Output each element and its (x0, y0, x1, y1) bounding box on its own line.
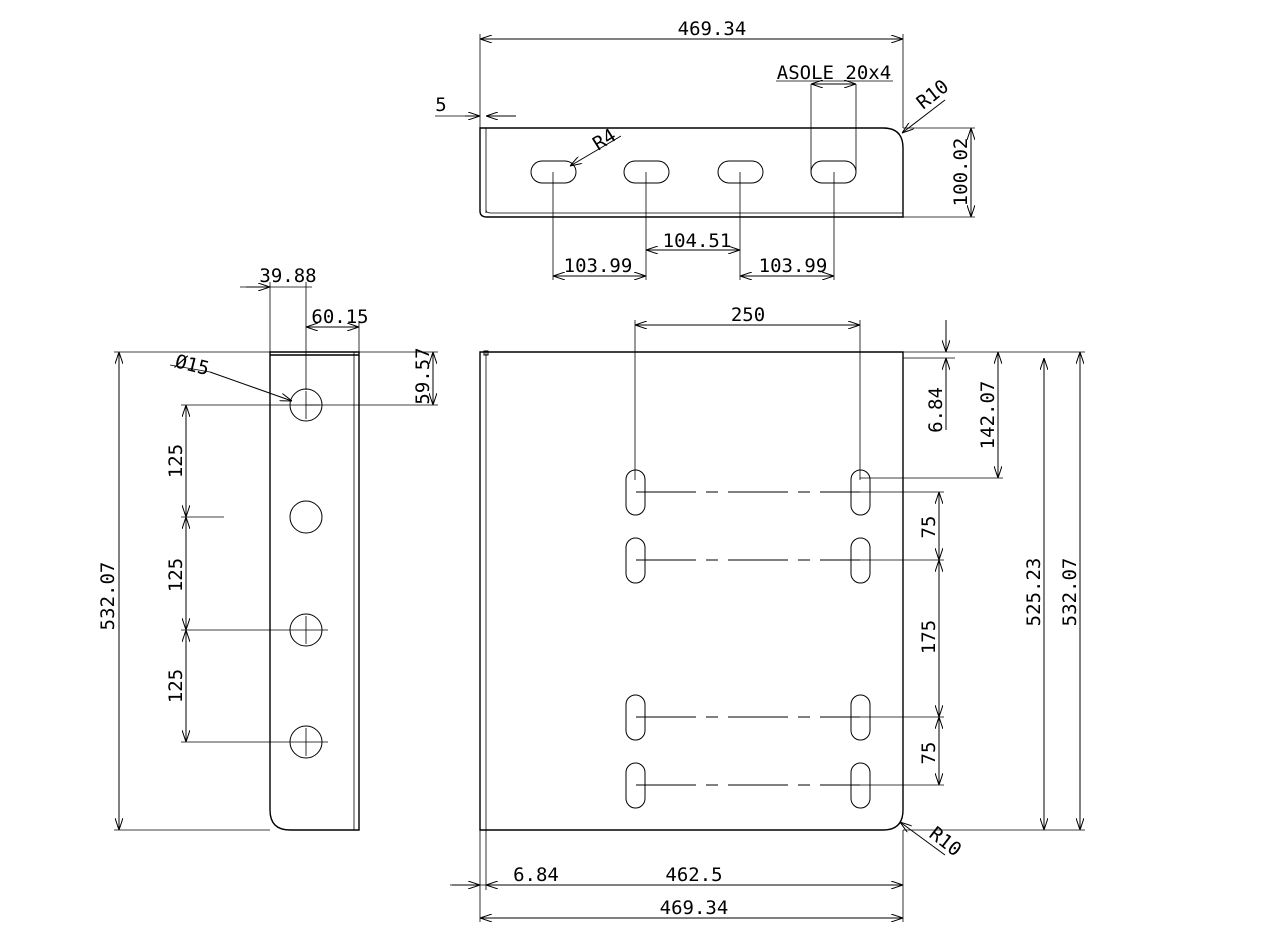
side-view: 39.88 60.15 Ø15 59.57 532.07 125 125 125 (97, 265, 438, 831)
slot-radius-leader (570, 135, 622, 166)
top-thickness-dim: 5 (435, 94, 446, 116)
front-radius-dim: R10 (925, 823, 966, 861)
front-view-outline (479, 351, 904, 831)
front-gap-dim-2: 175 (918, 620, 940, 654)
top-radius-leader (902, 99, 946, 133)
top-slot-3 (717, 160, 764, 184)
front-inner-width-dim: 462.5 (665, 864, 722, 886)
front-gap-dim-1: 75 (918, 516, 940, 539)
front-inner-height-dim: 525.23 (1023, 558, 1045, 627)
front-height-dim: 532.07 (1059, 558, 1081, 627)
slot-radius-dim: R4 (589, 124, 620, 155)
top-pitch-dim-1: 103.99 (564, 255, 633, 277)
top-radius-dim: R10 (913, 75, 954, 113)
side-view-outline (269, 351, 360, 831)
side-width-dim: 60.15 (311, 306, 368, 328)
hole-dia-leader (209, 371, 292, 401)
top-slot-1 (530, 160, 577, 184)
top-view: 469.34 5 ASOLE 20x4 R10 100.02 R4 103.99 (435, 18, 975, 280)
top-pitch-dim-3: 103.99 (759, 255, 828, 277)
hole-dia-dim: Ø15 (173, 351, 212, 381)
side-hole-2 (289, 500, 323, 534)
front-radius-leader (900, 822, 946, 856)
front-slot-spacing-dim: 250 (731, 304, 765, 326)
slot-note: ASOLE 20x4 (777, 62, 891, 84)
front-edge-dim: 6.84 (925, 387, 947, 433)
front-gap-dim-3: 75 (918, 742, 940, 765)
side-hole-offset-dim: 59.57 (412, 347, 434, 404)
top-pitch-dim-2: 104.51 (663, 230, 732, 252)
front-bottom-edge-dim: 6.84 (513, 864, 559, 886)
top-slot-4 (810, 160, 857, 184)
front-first-slot-dim: 142.07 (977, 381, 999, 450)
side-height-dim: 532.07 (97, 562, 119, 631)
front-width-dim: 469.34 (660, 897, 729, 919)
side-pitch-dim-3: 125 (165, 669, 187, 703)
front-view: 250 6.84 142.07 75 175 75 525.23 532.07 … (450, 304, 1085, 922)
side-offset-dim: 39.88 (259, 265, 316, 287)
top-view-inner-bend (485, 209, 903, 214)
top-slot-2 (623, 160, 670, 184)
top-height-dim: 100.02 (950, 138, 972, 207)
side-pitch-dim-1: 125 (165, 444, 187, 478)
top-view-outline (479, 127, 904, 218)
side-pitch-dim-2: 125 (165, 558, 187, 592)
top-width-dim: 469.34 (678, 18, 747, 40)
